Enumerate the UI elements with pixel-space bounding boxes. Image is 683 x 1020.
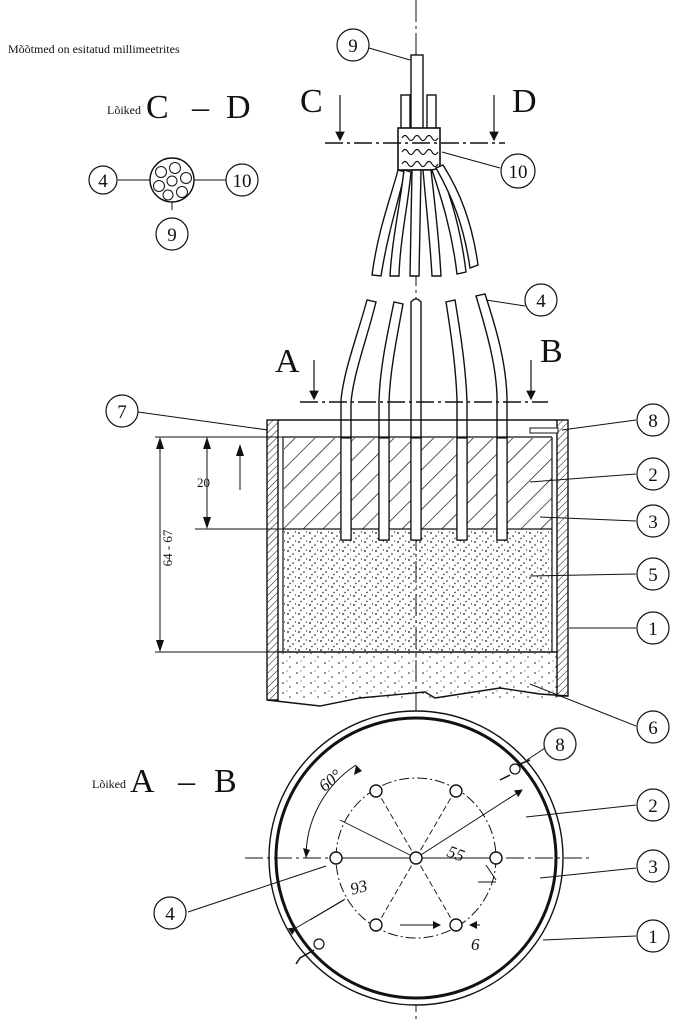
callout-3-side: 3 bbox=[539, 504, 670, 538]
callout-2-side: 2 bbox=[529, 457, 670, 491]
units-note: Mõõtmed on esitatud millimeetrites bbox=[8, 42, 180, 56]
callout-3-plan: 3 bbox=[539, 849, 670, 883]
clamp-icon bbox=[295, 938, 325, 965]
section-cd-dash: – bbox=[191, 89, 210, 126]
callout-4-plan: 4 bbox=[153, 865, 327, 930]
callout-4-middle: 4 bbox=[485, 283, 558, 317]
callout-9-top: 9 bbox=[155, 217, 189, 251]
section-ab-dash: – bbox=[177, 763, 196, 800]
dimension-lines-vertical bbox=[155, 436, 285, 653]
svg-text:10: 10 bbox=[509, 162, 528, 183]
section-ab-prefix: Lõiked bbox=[92, 777, 126, 791]
rod-bundle-upper bbox=[371, 54, 479, 277]
callout-6-side: 6 bbox=[529, 683, 670, 744]
clamp-icon bbox=[499, 759, 531, 781]
callout-8-plan: 8 bbox=[526, 727, 577, 761]
svg-text:9: 9 bbox=[167, 225, 177, 246]
callout-8-side: 8 bbox=[561, 403, 670, 437]
bundle-cross-section bbox=[118, 157, 226, 210]
container-section bbox=[266, 419, 569, 707]
cut-letter-c: C bbox=[300, 83, 323, 120]
section-ab-letter-left: A bbox=[130, 763, 155, 800]
cut-line-cd bbox=[325, 95, 505, 144]
section-cd-letter-right: D bbox=[226, 89, 251, 126]
dim-64-67: 64 - 67 bbox=[160, 529, 175, 566]
callout-2-plan: 2 bbox=[525, 788, 670, 822]
plan-view bbox=[245, 710, 590, 1006]
cut-letter-b: B bbox=[540, 333, 563, 370]
svg-text:5: 5 bbox=[648, 565, 658, 586]
svg-text:3: 3 bbox=[648, 857, 658, 878]
svg-text:8: 8 bbox=[648, 411, 658, 432]
section-ab-letter-right: B bbox=[214, 763, 237, 800]
svg-text:3: 3 bbox=[648, 512, 658, 533]
dim-93: 93 bbox=[348, 876, 369, 899]
section-cd-letter-left: C bbox=[146, 89, 169, 126]
dim-6: 6 bbox=[471, 935, 480, 954]
svg-text:6: 6 bbox=[648, 718, 658, 739]
dim-20: 20 bbox=[197, 475, 210, 490]
cut-letter-a: A bbox=[275, 343, 300, 380]
cut-letter-d: D bbox=[512, 83, 537, 120]
svg-text:10: 10 bbox=[233, 171, 252, 192]
svg-text:9: 9 bbox=[348, 36, 358, 57]
svg-text:7: 7 bbox=[117, 402, 127, 423]
callout-7: 7 bbox=[105, 394, 269, 431]
cut-line-ab bbox=[300, 360, 548, 403]
callout-9-upper: 9 bbox=[336, 28, 411, 62]
svg-text:4: 4 bbox=[165, 904, 175, 925]
callout-10-upper: 10 bbox=[441, 151, 536, 189]
svg-text:4: 4 bbox=[536, 291, 546, 312]
callout-1-side: 1 bbox=[569, 611, 670, 645]
svg-text:4: 4 bbox=[98, 171, 108, 192]
section-cd-prefix: Lõiked bbox=[107, 103, 141, 117]
callout-10-top: 10 bbox=[225, 163, 259, 197]
callout-5-side: 5 bbox=[529, 557, 670, 591]
svg-text:1: 1 bbox=[648, 927, 658, 948]
svg-text:2: 2 bbox=[648, 796, 658, 817]
svg-text:2: 2 bbox=[648, 465, 658, 486]
callout-4-top: 4 bbox=[88, 165, 118, 195]
callout-1-plan: 1 bbox=[542, 919, 670, 953]
svg-text:8: 8 bbox=[555, 735, 565, 756]
dim-55: 55 bbox=[445, 842, 467, 866]
svg-text:1: 1 bbox=[648, 619, 658, 640]
